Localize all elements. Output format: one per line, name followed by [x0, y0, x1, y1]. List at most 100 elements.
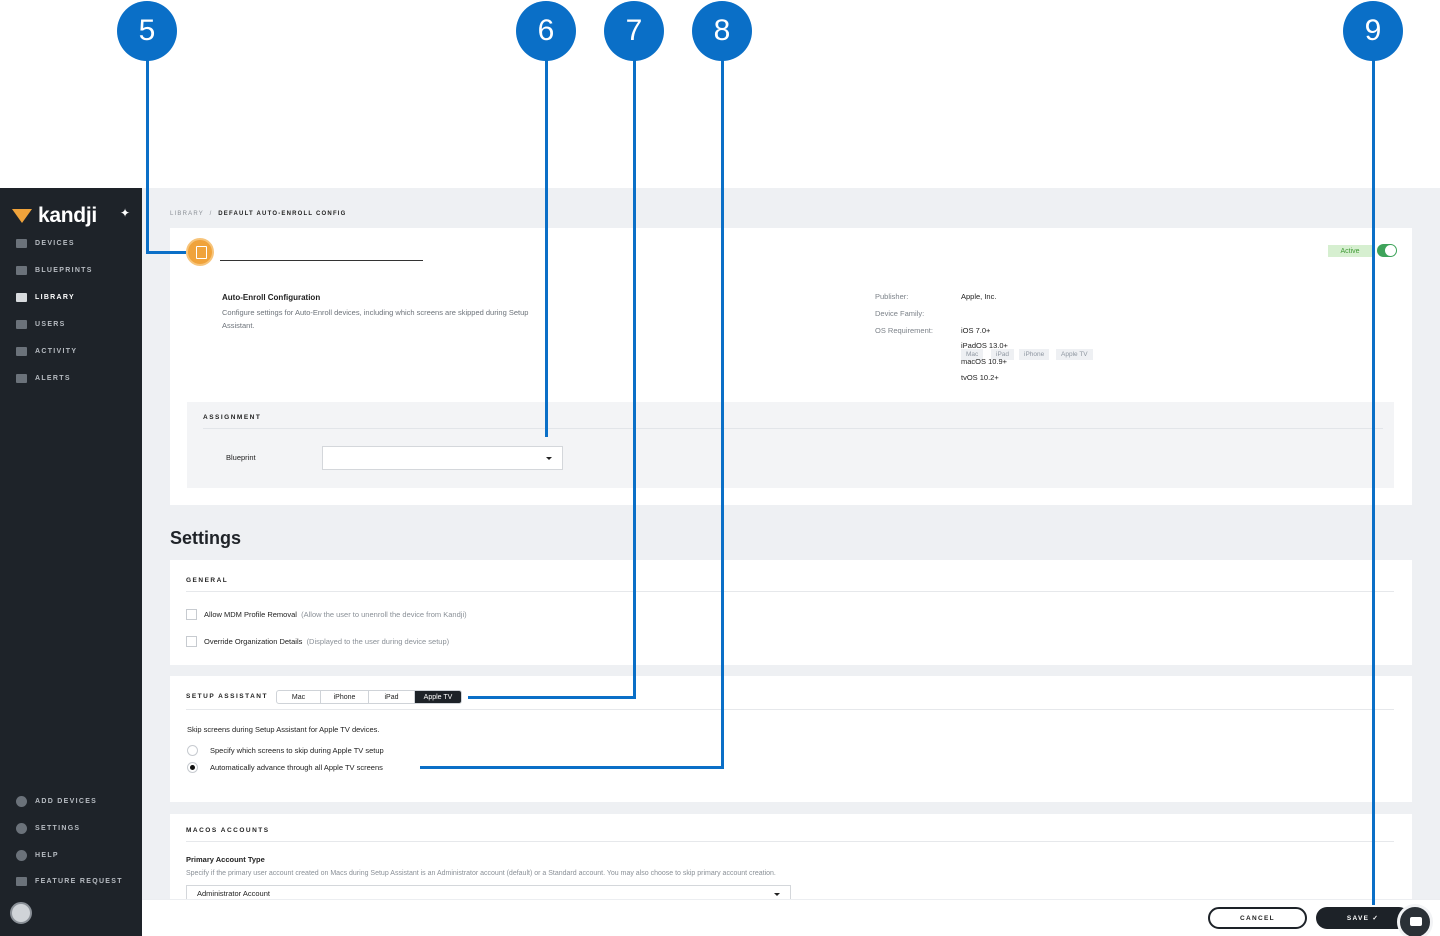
auto-advance-label: Automatically advance through all Apple … — [210, 763, 383, 772]
allow-mdm-removal-checkbox[interactable] — [186, 609, 197, 620]
callout-9-line — [1372, 60, 1375, 905]
device-family-chip: Mac — [961, 349, 984, 360]
os-requirement-label: OS Requirement: — [875, 326, 933, 335]
plus-circle-icon — [16, 796, 27, 807]
setup-assistant-section: SETUP ASSISTANT Mac iPhone iPad Apple TV… — [170, 676, 1412, 802]
callout-6-line — [545, 60, 548, 437]
option-label: Override Organization Details — [204, 637, 303, 646]
logo-text: kandji — [38, 204, 97, 227]
setup-assistant-title: SETUP ASSISTANT — [186, 693, 268, 700]
sidebar-item-label: SETTINGS — [35, 825, 81, 832]
sidebar-item-library[interactable]: LIBRARY — [16, 293, 75, 302]
sidebar-item-settings[interactable]: SETTINGS — [16, 823, 80, 834]
callout-8-line — [721, 60, 724, 769]
sidebar-item-label: ADD DEVICES — [35, 798, 98, 805]
macos-accounts-section: MACOS ACCOUNTS Primary Account Type Spec… — [170, 814, 1412, 904]
macos-accounts-title: MACOS ACCOUNTS — [186, 827, 270, 834]
breadcrumb-root[interactable]: LIBRARY — [170, 211, 204, 217]
description-text: Configure settings for Auto-Enroll devic… — [222, 308, 529, 330]
sidebar-item-feature-request[interactable]: FEATURE REQUEST — [16, 877, 123, 886]
breadcrumb-current: DEFAULT AUTO-ENROLL CONFIG — [218, 211, 347, 217]
tab-iphone[interactable]: iPhone — [321, 691, 369, 703]
device-family-chip: Apple TV — [1056, 349, 1093, 360]
tab-mac[interactable]: Mac — [277, 691, 321, 703]
tab-apple-tv[interactable]: Apple TV — [415, 691, 461, 703]
platform-tabs: Mac iPhone iPad Apple TV — [276, 690, 462, 704]
specify-screens-radio[interactable] — [187, 745, 198, 756]
publisher-label: Publisher: — [875, 292, 909, 301]
callout-9: 9 — [1343, 1, 1403, 61]
primary-account-type-help: Specify if the primary user account crea… — [186, 870, 776, 877]
gear-icon — [16, 823, 27, 834]
sidebar-item-add-devices[interactable]: ADD DEVICES — [16, 796, 97, 807]
assignment-title: ASSIGNMENT — [203, 414, 262, 421]
option-hint: (Allow the user to unenroll the device f… — [301, 610, 467, 619]
chevron-down-icon — [774, 893, 780, 896]
callout-7: 7 — [604, 1, 664, 61]
specify-screens-label: Specify which screens to skip during App… — [210, 746, 384, 755]
settings-heading: Settings — [170, 528, 242, 548]
override-org-details-label: Override Organization Details (Displayed… — [204, 637, 449, 646]
blueprint-label: Blueprint — [226, 453, 256, 462]
override-org-details-checkbox[interactable] — [186, 636, 197, 647]
allow-mdm-removal-label: Allow MDM Profile Removal (Allow the use… — [204, 610, 467, 619]
device-family-chip: iPhone — [1019, 349, 1050, 360]
sidebar-item-label: HELP — [35, 852, 59, 859]
library-item-icon[interactable] — [186, 238, 214, 266]
sidebar-item-users[interactable]: USERS — [16, 320, 66, 329]
item-name-input[interactable] — [220, 260, 423, 261]
tab-ipad[interactable]: iPad — [369, 691, 415, 703]
callout-5-line — [146, 251, 186, 254]
avatar[interactable] — [10, 902, 32, 924]
blueprint-select[interactable] — [322, 446, 563, 470]
sidebar-item-label: FEATURE REQUEST — [35, 878, 123, 885]
kandji-logo[interactable]: kandji — [12, 204, 97, 228]
primary-account-type-value: Administrator Account — [197, 889, 270, 898]
assignment-section: ASSIGNMENT Blueprint — [187, 402, 1394, 488]
sidebar-item-help[interactable]: HELP — [16, 850, 59, 861]
os-requirement-value: macOS 10.9+ — [961, 357, 1008, 366]
option-hint: (Displayed to the user during device set… — [306, 637, 450, 646]
save-button[interactable]: SAVE ✓ — [1316, 907, 1410, 929]
sidebar-item-devices[interactable]: DEVICES — [16, 239, 75, 248]
os-requirement-value: iOS 7.0+ — [961, 326, 991, 335]
status-badge: Active — [1328, 245, 1372, 257]
help-icon — [16, 850, 27, 861]
sidebar-item-label: DEVICES — [35, 240, 75, 247]
sidebar: kandji ✦ DEVICES BLUEPRINTS LIBRARY USER… — [0, 188, 142, 936]
breadcrumb-separator: / — [209, 211, 213, 217]
chat-widget-icon[interactable] — [1397, 904, 1433, 936]
callout-8-line — [420, 766, 724, 769]
divider — [186, 841, 1394, 842]
callout-7-line — [468, 696, 636, 699]
divider — [203, 428, 1383, 429]
main-content: LIBRARY / DEFAULT AUTO-ENROLL CONFIG Act… — [142, 188, 1440, 936]
cancel-button[interactable]: CANCEL — [1208, 907, 1307, 929]
active-toggle[interactable] — [1377, 244, 1397, 257]
sidebar-item-activity[interactable]: ACTIVITY — [16, 347, 77, 356]
users-icon — [16, 320, 27, 329]
blueprints-icon — [16, 266, 27, 275]
callout-8: 8 — [692, 1, 752, 61]
bell-icon — [16, 374, 27, 383]
sidebar-item-label: ACTIVITY — [35, 348, 78, 355]
sidebar-item-alerts[interactable]: ALERTS — [16, 374, 71, 383]
activity-icon — [16, 347, 27, 356]
os-requirement-value: tvOS 10.2+ — [961, 373, 999, 382]
general-title: GENERAL — [186, 577, 229, 584]
os-requirement-value: iPadOS 13.0+ — [961, 341, 1008, 350]
callout-5-line — [146, 60, 149, 253]
auto-advance-radio[interactable] — [187, 762, 198, 773]
device-family-label: Device Family: — [875, 309, 925, 318]
option-label: Allow MDM Profile Removal — [204, 610, 297, 619]
sidebar-item-label: LIBRARY — [35, 294, 75, 301]
setup-description: Skip screens during Setup Assistant for … — [187, 725, 380, 734]
sidebar-item-blueprints[interactable]: BLUEPRINTS — [16, 266, 93, 275]
library-item-card: Active Auto-Enroll Configuration Configu… — [170, 228, 1412, 505]
divider — [186, 591, 1394, 592]
footer-bar: CANCEL SAVE ✓ — [142, 899, 1440, 936]
publisher-value: Apple, Inc. — [961, 292, 997, 301]
pin-icon[interactable]: ✦ — [119, 206, 130, 220]
divider — [186, 709, 1394, 710]
